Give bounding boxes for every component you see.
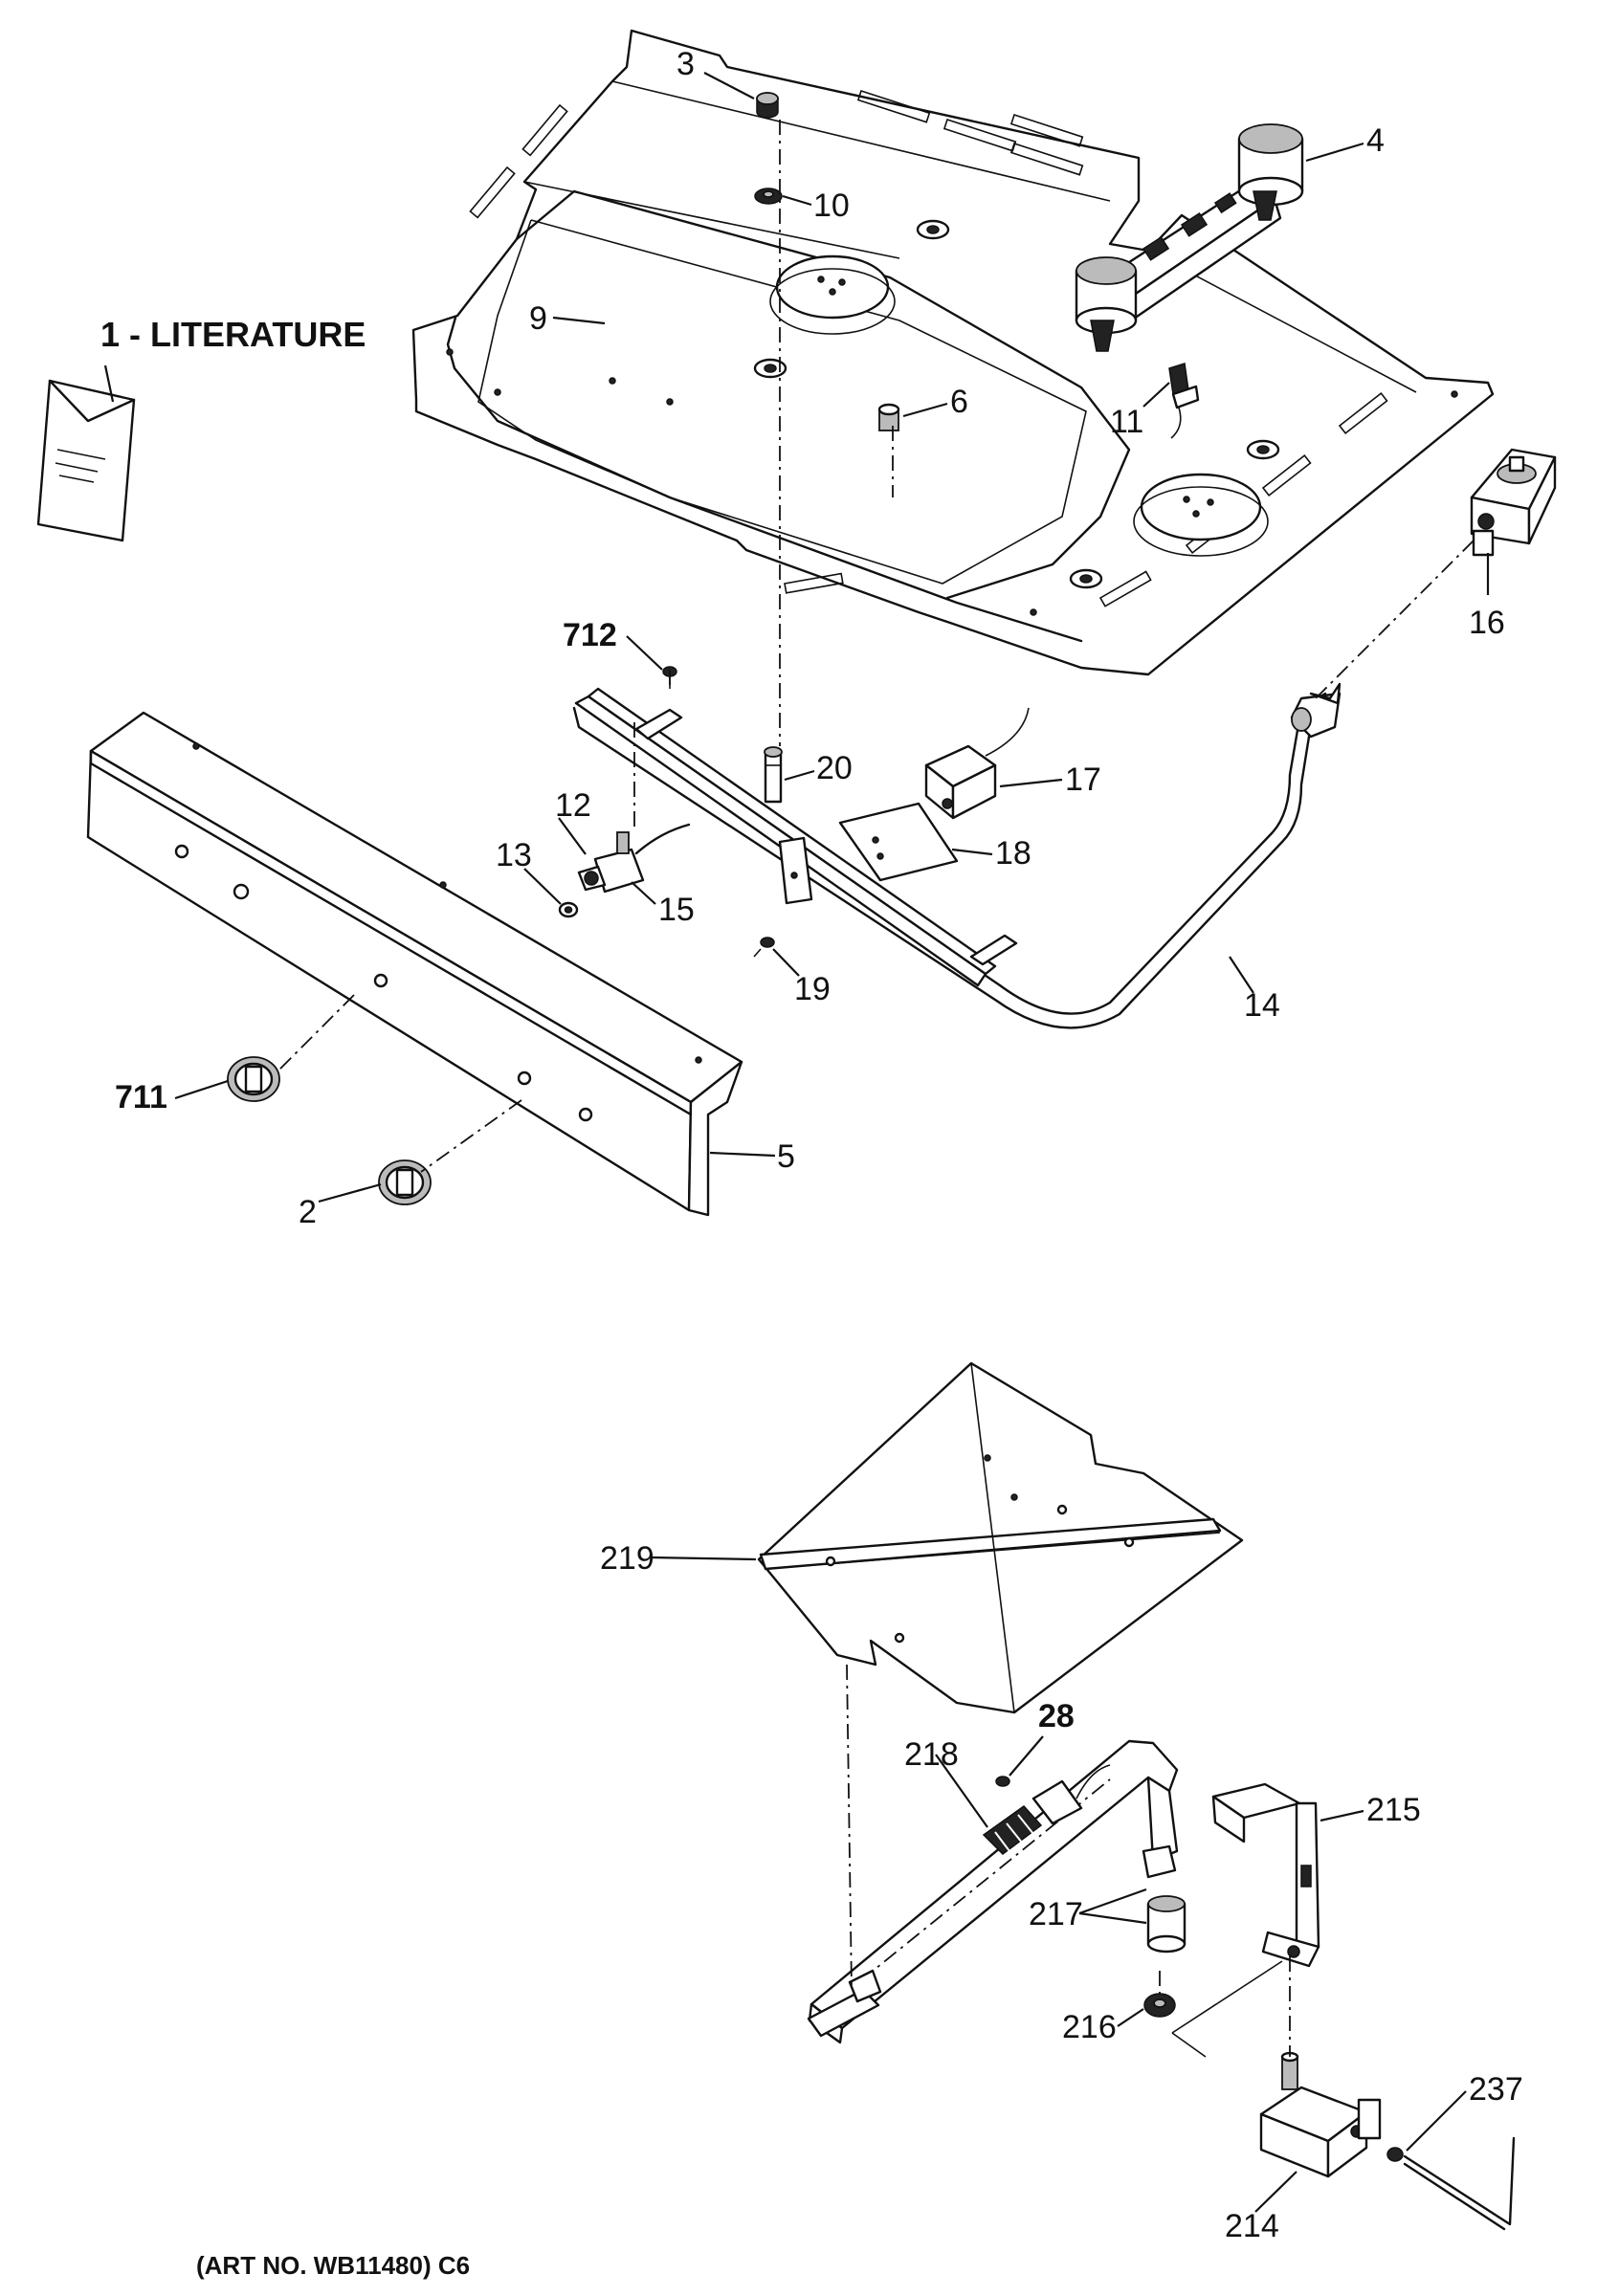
grommet-part-10 xyxy=(754,188,783,205)
baffle-part-219 xyxy=(757,1361,1244,1714)
callout-18: 18 xyxy=(995,835,1031,872)
callout-217: 217 xyxy=(1029,1896,1083,1932)
center-lines xyxy=(277,120,1475,2058)
tube-part-237 xyxy=(1386,2136,1516,2231)
screw-part-28 xyxy=(995,1776,1010,1787)
callout-labels: 3 4 10 9 6 11 16 712 20 17 18 12 13 15 1… xyxy=(115,46,1523,2244)
callout-711: 711 xyxy=(115,1079,167,1115)
cap-part-3 xyxy=(756,92,779,119)
clip-part-11 xyxy=(1168,363,1200,439)
callout-17: 17 xyxy=(1065,762,1101,798)
literature-envelope xyxy=(36,364,136,542)
callout-13: 13 xyxy=(496,837,532,873)
burner-box xyxy=(411,29,1495,676)
control-panel-part-5 xyxy=(86,711,743,1217)
ignition-module-part-17 xyxy=(924,707,1030,820)
callout-214: 214 xyxy=(1225,2208,1279,2244)
manifold-bar xyxy=(574,687,1018,987)
bracket-part-18 xyxy=(838,802,959,882)
screw-part-19 xyxy=(753,937,775,958)
callout-215: 215 xyxy=(1366,1792,1421,1828)
burner-bowl-right xyxy=(1140,473,1262,541)
valve-part-214 xyxy=(1259,2051,1382,2178)
orifice-part-20 xyxy=(764,746,783,804)
callout-2: 2 xyxy=(299,1194,317,1230)
art-number: (ART NO. WB11480) C6 xyxy=(196,2251,470,2280)
callout-3: 3 xyxy=(676,46,695,82)
igniter-part-218 xyxy=(982,1764,1111,1855)
sleeve-part-217 xyxy=(1146,1895,1187,1954)
callout-4: 4 xyxy=(1366,122,1385,159)
callout-6: 6 xyxy=(950,384,968,420)
spacer-part-6 xyxy=(877,403,900,431)
callout-20: 20 xyxy=(816,750,853,786)
nut-part-13 xyxy=(558,901,579,918)
callout-218: 218 xyxy=(904,1736,959,1773)
callout-14: 14 xyxy=(1244,987,1280,1024)
callout-9: 9 xyxy=(529,300,547,337)
callout-16: 16 xyxy=(1469,605,1505,641)
oven-burner-tube xyxy=(807,1739,1179,2044)
regulator-part-16 xyxy=(1470,448,1557,557)
callout-5: 5 xyxy=(777,1138,795,1175)
callout-712: 712 xyxy=(563,617,617,653)
knob-part-2 xyxy=(378,1159,432,1205)
callout-237: 237 xyxy=(1469,2071,1523,2108)
valve-part-12-15 xyxy=(577,823,691,894)
leader-lines xyxy=(174,72,1490,2213)
knob-part-711 xyxy=(227,1056,280,1102)
callout-11: 11 xyxy=(1110,404,1143,440)
callout-15: 15 xyxy=(658,892,695,928)
bracket-part-215 xyxy=(1211,1782,1320,1968)
callout-12: 12 xyxy=(555,787,591,824)
burner-valve-assembly xyxy=(1075,123,1304,352)
gas-tubing-part-14 xyxy=(572,682,1342,1029)
callout-216: 216 xyxy=(1062,2009,1117,2045)
callout-19: 19 xyxy=(794,971,831,1007)
callout-219: 219 xyxy=(600,1540,654,1577)
callout-10: 10 xyxy=(813,188,850,224)
literature-label: 1 - LITERATURE xyxy=(100,315,366,354)
callout-28: 28 xyxy=(1038,1698,1075,1734)
nut-part-216 xyxy=(1143,1993,1176,2018)
burner-bowl-left xyxy=(775,254,890,320)
